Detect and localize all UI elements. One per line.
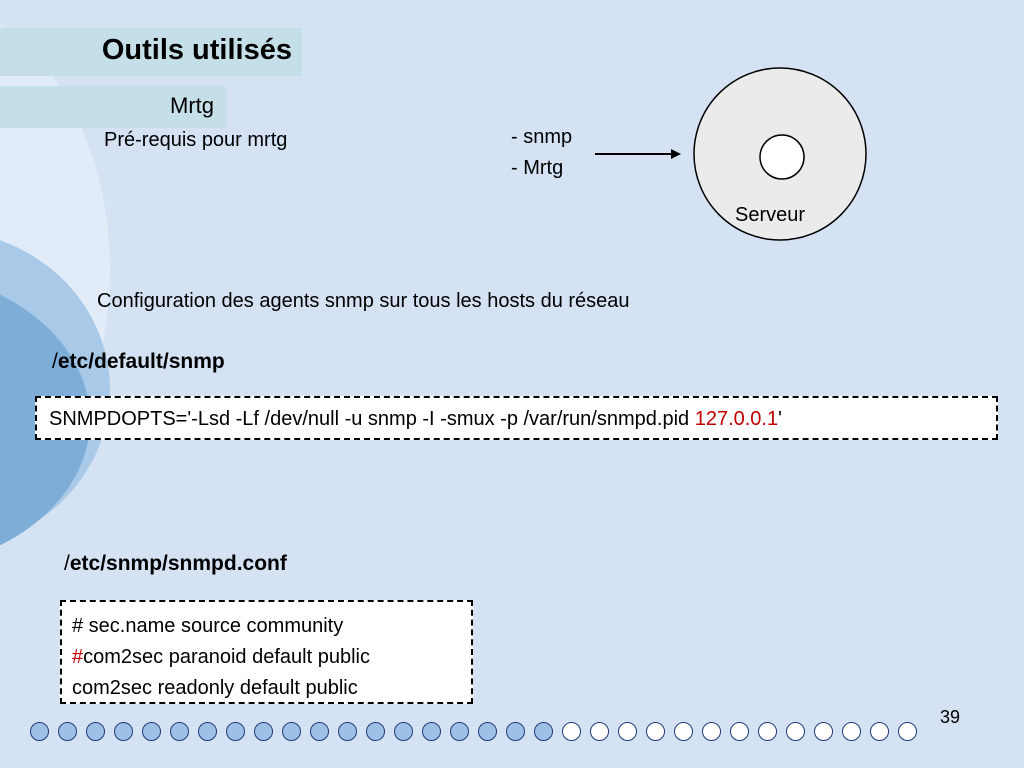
path-default-snmp: /etc/default/snmp [52, 350, 225, 374]
prereq-list: - snmp - Mrtg [511, 122, 572, 184]
progress-dot [786, 722, 805, 741]
snmpd-options-box: SNMPDOPTS='-Lsd -Lf /dev/null -u snmp -I… [35, 396, 998, 440]
progress-dot [338, 722, 357, 741]
progress-dot [254, 722, 273, 741]
progress-dot [674, 722, 693, 741]
options-end: ' [778, 408, 782, 430]
list-item: - snmp [511, 126, 573, 148]
progress-dot [898, 722, 917, 741]
comment-hash: # [72, 646, 84, 668]
progress-dot [478, 722, 497, 741]
path-rest: etc/default/snmp [57, 350, 225, 373]
conf-lines: # sec.name source community #com2sec par… [72, 611, 370, 704]
progress-dot [758, 722, 777, 741]
progress-dot [226, 722, 245, 741]
progress-dot [702, 722, 721, 741]
subtitle-band: Mrtg [0, 86, 226, 128]
progress-dot [450, 722, 469, 741]
slide-title: Outils utilisés [101, 34, 292, 66]
path-snmpd-conf: /etc/snmp/snmpd.conf [64, 552, 287, 576]
snmpd-conf-box: # sec.name source community #com2sec par… [60, 600, 473, 704]
progress-dot [114, 722, 133, 741]
progress-dot [842, 722, 861, 741]
conf-line-text: com2sec paranoid default public [83, 646, 370, 668]
prereq-label: Pré-requis pour mrtg [104, 129, 288, 151]
ip-highlight: 127.0.0.1 [694, 408, 779, 430]
title-band: Outils utilisés [0, 28, 302, 76]
options-text: SNMPDOPTS='-Lsd -Lf /dev/null -u snmp -I… [49, 408, 695, 430]
progress-dot [58, 722, 77, 741]
path-rest: etc/snmp/snmpd.conf [69, 552, 287, 575]
conf-line: #com2sec paranoid default public [72, 642, 370, 673]
conf-line: com2sec readonly default public [72, 677, 358, 699]
page-number: 39 [940, 707, 961, 727]
progress-dot [310, 722, 329, 741]
progress-dot [366, 722, 385, 741]
progress-dot [394, 722, 413, 741]
server-disc-icon [693, 67, 867, 241]
path-slash: / [64, 552, 70, 575]
arrow-icon [595, 149, 681, 159]
slide-subtitle: Mrtg [170, 93, 214, 118]
path-slash: / [52, 350, 58, 373]
progress-dot [142, 722, 161, 741]
progress-dot [534, 722, 553, 741]
progress-dot [618, 722, 637, 741]
progress-dot [590, 722, 609, 741]
conf-line: # sec.name source community [72, 615, 344, 637]
progress-dot [814, 722, 833, 741]
progress-dots [30, 722, 1000, 746]
server-label: Serveur [735, 204, 806, 226]
progress-dot [870, 722, 889, 741]
progress-dot [86, 722, 105, 741]
progress-dot [506, 722, 525, 741]
progress-dot [30, 722, 49, 741]
list-item: - Mrtg [511, 157, 564, 179]
progress-dot [170, 722, 189, 741]
progress-dot [422, 722, 441, 741]
progress-dot [282, 722, 301, 741]
progress-dot [730, 722, 749, 741]
snmpd-options-line: SNMPDOPTS='-Lsd -Lf /dev/null -u snmp -I… [49, 408, 782, 431]
config-text: Configuration des agents snmp sur tous l… [97, 290, 630, 312]
progress-dot [646, 722, 665, 741]
progress-dot [562, 722, 581, 741]
progress-dot [198, 722, 217, 741]
